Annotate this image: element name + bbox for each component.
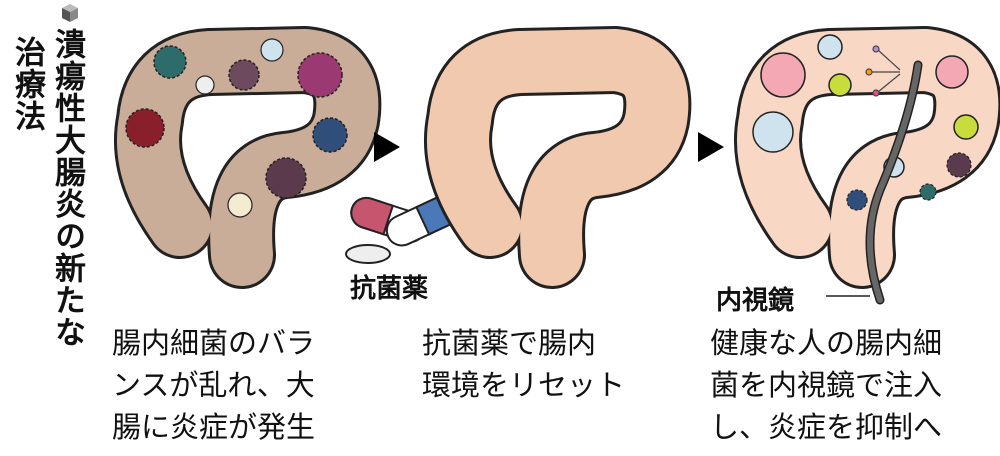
endoscope: [826, 45, 923, 305]
bad-bacteria: [125, 45, 348, 199]
caption-line: 腸に炎症が発生: [112, 410, 316, 444]
good-bacteria: [752, 34, 979, 178]
caption-line: 抗菌薬で腸内: [422, 326, 597, 360]
colon-reset: [458, 60, 657, 255]
title-line-2: 治療法: [9, 36, 45, 132]
panel-3-caption: 健康な人の腸内細 菌を内視鏡で注入 し、炎症を抑制へ: [710, 322, 942, 448]
arrow-right-icon: [698, 132, 724, 162]
cube-icon: [62, 4, 78, 22]
panel-2-caption: 抗菌薬で腸内 環境をリセット: [422, 322, 625, 406]
caption-line: 腸内細菌のバラ: [112, 326, 316, 360]
caption-line: 健康な人の腸内細: [710, 326, 943, 360]
endoscope-label: 内視鏡: [716, 286, 795, 316]
antibiotic-label: 抗菌薬: [350, 274, 429, 304]
bad-bacteria-few: [846, 152, 972, 211]
panel-1-caption: 腸内細菌のバラ ンスが乱れ、大 腸に炎症が発生: [112, 322, 315, 448]
caption-line: し、炎症を抑制へ: [710, 410, 943, 444]
caption-line: ンスが乱れ、大: [112, 368, 315, 402]
caption-line: 環境をリセット: [422, 368, 626, 402]
neutral-bacteria: [195, 38, 284, 218]
caption-line: 菌を内視鏡で注入: [710, 368, 943, 402]
title-line-1: 潰瘍性大腸炎の新たな: [49, 28, 85, 348]
arrow-right-icon: [374, 132, 400, 162]
